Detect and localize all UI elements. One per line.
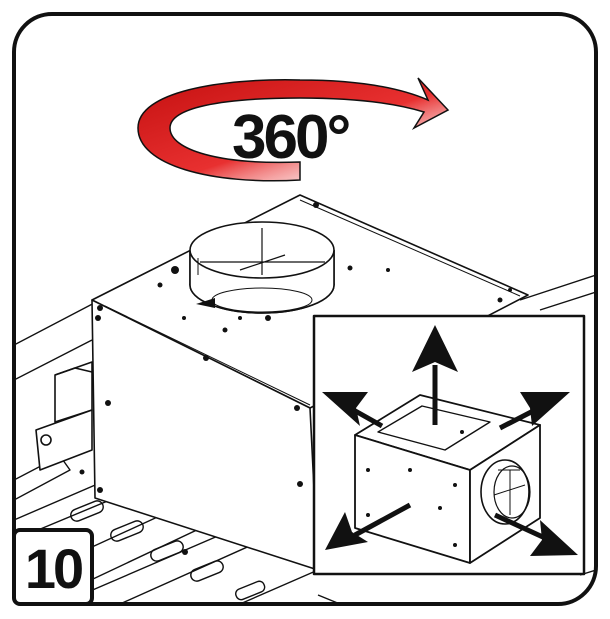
duct-collar <box>189 221 335 314</box>
step-number: 10 <box>25 537 82 600</box>
side-bracket <box>35 361 93 471</box>
rotation-label: 360° <box>232 103 349 172</box>
step-badge: 10 <box>12 528 94 606</box>
hood-drawing <box>14 194 596 604</box>
direction-arrows-icon <box>322 325 578 556</box>
inset-panel <box>312 314 586 576</box>
rotate-arrow-icon <box>137 77 450 182</box>
